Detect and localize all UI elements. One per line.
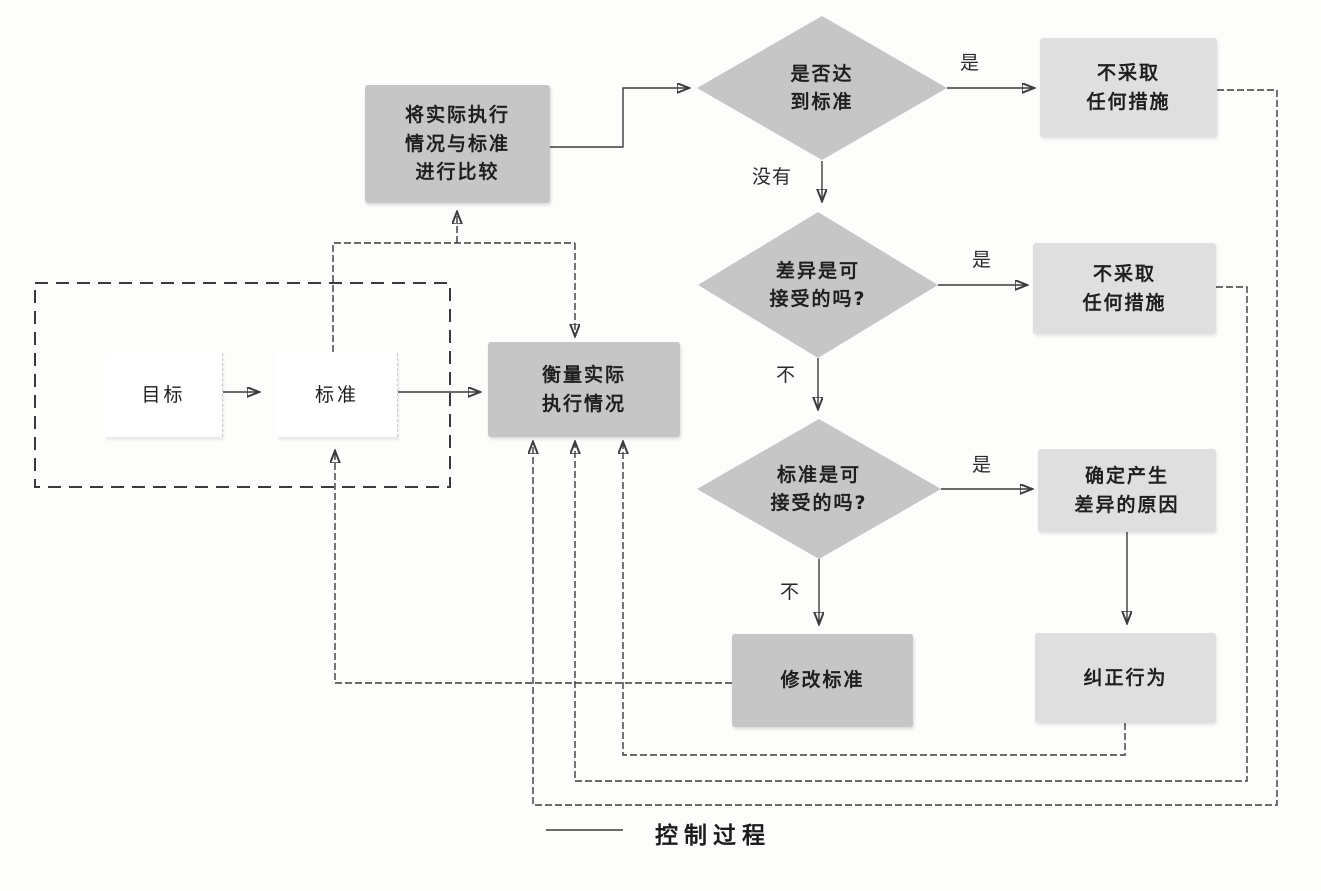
- revise-label: 修改标准: [780, 669, 865, 692]
- compare-line3: 进行比较: [415, 161, 500, 184]
- label-diff-no: 不: [776, 364, 797, 386]
- reach-line2: 到标准: [790, 91, 854, 113]
- edge-noaction-mid-to-measure: [575, 286, 1248, 782]
- node-corrective-action: 纠正行为: [1035, 633, 1216, 723]
- measure-line2: 执行情况: [541, 392, 626, 415]
- node-revise-standard: 修改标准: [732, 634, 913, 727]
- stdacc-line1: 标准是可: [776, 463, 861, 486]
- cause-line2: 差异的原因: [1074, 493, 1180, 516]
- label-diff-yes: 是: [972, 249, 993, 271]
- node-no-action-top: 不采取 任何措施: [1040, 38, 1217, 137]
- planning-boundary-dashed-box: [34, 282, 451, 488]
- diff-line2: 接受的吗?: [769, 288, 867, 310]
- stdacc-line2: 接受的吗?: [770, 492, 868, 514]
- corrective-label: 纠正行为: [1083, 666, 1168, 689]
- node-standard: 标准: [277, 353, 398, 437]
- noaction-mid-line1: 不采取: [1092, 263, 1156, 285]
- noaction-mid-line2: 任何措施: [1082, 291, 1167, 314]
- label-reach-yes: 是: [960, 52, 981, 74]
- reach-line1: 是否达: [790, 62, 854, 85]
- node-goal: 目标: [105, 353, 223, 437]
- compare-line1: 将实际执行: [404, 104, 510, 127]
- node-standard-label: 标准: [314, 383, 359, 406]
- node-measure-actual-performance: 衡量实际 执行情况: [488, 342, 680, 437]
- label-reach-no: 没有: [752, 166, 793, 188]
- node-goal-label: 目标: [141, 383, 186, 406]
- edge-corrective-to-measure: [623, 443, 1126, 756]
- node-no-action-mid: 不采取 任何措施: [1033, 243, 1216, 334]
- edge-compare-to-reach-diamond: [550, 88, 688, 148]
- edge-noaction-top-to-measure: [533, 89, 1278, 806]
- legend-label: 控制过程: [655, 823, 771, 849]
- label-std-yes: 是: [972, 454, 993, 476]
- compare-line2: 情况与标准: [404, 132, 510, 155]
- diff-line1: 差异是可: [775, 259, 860, 282]
- measure-line1: 衡量实际: [541, 364, 626, 386]
- noaction-top-line1: 不采取: [1096, 62, 1160, 84]
- cause-line1: 确定产生: [1084, 465, 1169, 487]
- label-std-no: 不: [780, 581, 801, 603]
- node-compare-actual-to-standard: 将实际执行 情况与标准 进行比较: [365, 85, 550, 203]
- node-identify-cause: 确定产生 差异的原因: [1038, 449, 1216, 532]
- noaction-top-line2: 任何措施: [1086, 90, 1171, 113]
- edge-standard-top-route: [332, 242, 575, 352]
- edge-revise-to-standard: [335, 452, 732, 684]
